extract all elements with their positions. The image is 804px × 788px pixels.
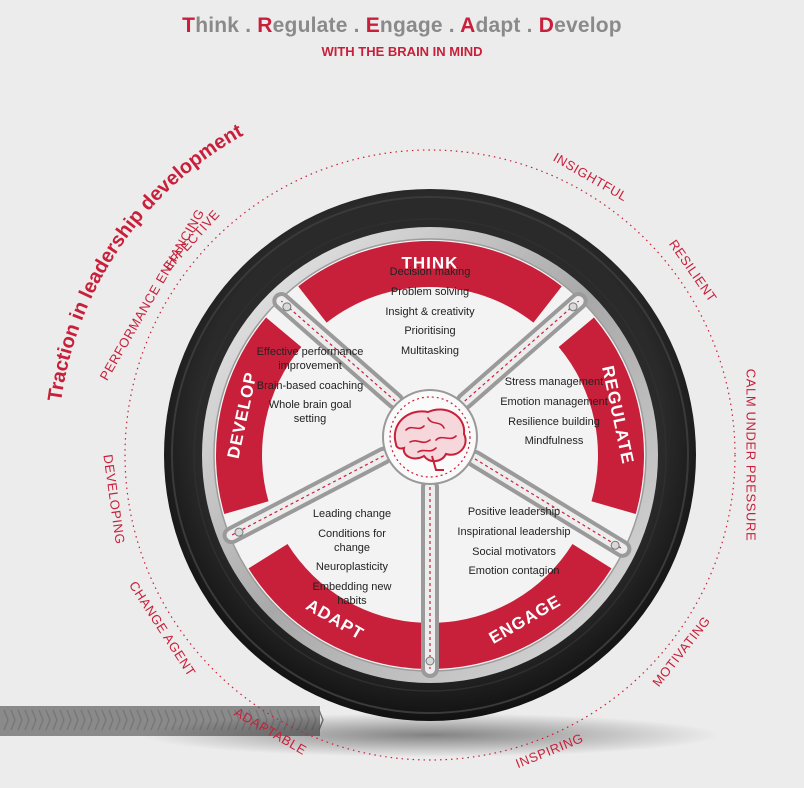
outer-word-7: CHANGE AGENT bbox=[126, 578, 199, 679]
adapt-segment bbox=[248, 544, 425, 669]
title-separator: . bbox=[239, 14, 258, 37]
spoke-dashes-1 bbox=[464, 300, 580, 402]
develop-item: Effective performance improvement bbox=[256, 346, 364, 372]
adapt-item: Leading change bbox=[312, 508, 392, 520]
think-item: Multitasking bbox=[400, 345, 460, 357]
outer-word-3: CALM UNDER PRESSURE bbox=[744, 369, 759, 541]
engage-item: Social motivators bbox=[472, 545, 556, 558]
tread-line bbox=[66, 709, 72, 731]
title-separator: . bbox=[442, 14, 461, 37]
tread-line bbox=[87, 709, 93, 731]
title-word-2: Engage bbox=[365, 14, 443, 37]
develop-segment bbox=[216, 317, 302, 514]
spoke-dashes-0 bbox=[280, 300, 396, 402]
title-word-0: Think bbox=[182, 14, 240, 37]
tread-line bbox=[31, 709, 37, 731]
page-subtitle: WITH THE BRAIN IN MIND bbox=[321, 44, 483, 59]
outer-word-8: DEVELOPING bbox=[100, 454, 127, 546]
spokes bbox=[222, 292, 632, 678]
think-item: Insight & creativity bbox=[385, 305, 475, 318]
tread-line bbox=[129, 709, 135, 731]
tread-line bbox=[38, 709, 44, 731]
tread-line bbox=[24, 709, 30, 731]
tread-line bbox=[101, 709, 107, 731]
rim-bolt-0 bbox=[282, 302, 292, 312]
tread-line bbox=[157, 709, 163, 731]
adapt-item: Neuroplasticity bbox=[315, 561, 389, 574]
adapt-item: Embedding new habits bbox=[312, 581, 392, 607]
outer-word-1: INSIGHTFUL bbox=[551, 150, 631, 205]
title-word-4: Develop bbox=[538, 14, 622, 37]
brain-icon bbox=[393, 408, 467, 471]
engage-segment bbox=[435, 544, 612, 669]
title-separator: . bbox=[347, 14, 366, 37]
page-title: Think . Regulate . Engage . Adapt . Deve… bbox=[0, 14, 804, 38]
tread-line bbox=[3, 709, 9, 731]
think-label: THINK bbox=[402, 253, 459, 272]
tyre-sidewall-line bbox=[171, 196, 689, 714]
regulate-item: Mindfulness bbox=[524, 435, 584, 448]
rim-bolt-1 bbox=[568, 302, 578, 312]
spoke-dashes-2 bbox=[474, 458, 623, 550]
tread-line bbox=[17, 709, 23, 731]
regulate-item: Emotion management bbox=[500, 395, 608, 408]
hub-dotted-ring bbox=[389, 396, 471, 478]
engage-item: Positive leadership bbox=[467, 506, 561, 518]
tread-line bbox=[143, 709, 149, 731]
title-word-3: Adapt bbox=[460, 14, 521, 37]
engage-item: Inspirational leadership bbox=[457, 525, 571, 538]
think-item: Problem solving bbox=[390, 285, 470, 298]
engage-item: Emotion contagion bbox=[468, 565, 560, 578]
tread-line bbox=[59, 709, 65, 731]
tread-line bbox=[115, 709, 121, 731]
think-segment bbox=[298, 240, 562, 323]
develop-item: Whole brain goal setting bbox=[268, 399, 352, 425]
outer-word-4: MOTIVATING bbox=[649, 613, 713, 689]
wheel-shadow bbox=[140, 713, 720, 757]
tread-line bbox=[150, 709, 156, 731]
title-separator: . bbox=[520, 14, 539, 37]
outer-dotted-ring bbox=[124, 149, 736, 761]
tread-line bbox=[52, 709, 58, 731]
rim-bolt-3 bbox=[425, 656, 435, 666]
outer-word-2: RESILIENT bbox=[666, 237, 720, 305]
tyre-sidewall-line-inner bbox=[193, 218, 667, 692]
tread-line bbox=[94, 709, 100, 731]
develop-item: Brain-based coaching bbox=[256, 379, 364, 392]
tread-line bbox=[80, 709, 86, 731]
tread-line bbox=[45, 709, 51, 731]
tread-line bbox=[73, 709, 79, 731]
adapt-item: Conditions for change bbox=[318, 527, 386, 554]
regulate-item: Resilience building bbox=[508, 415, 600, 428]
spoke-dashes-4 bbox=[231, 455, 384, 536]
tread-line bbox=[122, 709, 128, 731]
rim-bolt-4 bbox=[234, 527, 244, 537]
rim-bolt-2 bbox=[610, 540, 620, 550]
regulate-segment bbox=[558, 317, 644, 514]
tread-line bbox=[108, 709, 114, 731]
tread-line bbox=[10, 709, 16, 731]
regulate-item: Stress management bbox=[504, 376, 604, 388]
think-item: Decision making bbox=[389, 266, 471, 278]
title-word-1: Regulate bbox=[257, 14, 348, 37]
think-item: Prioritising bbox=[404, 325, 456, 338]
tread-line bbox=[136, 709, 142, 731]
